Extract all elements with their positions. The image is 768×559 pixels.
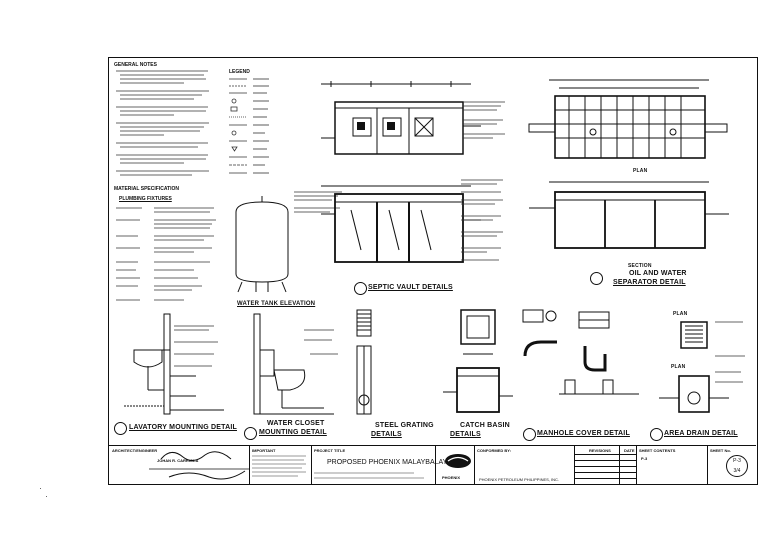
- title-col-important: [249, 446, 250, 484]
- oil-water-plan: [528, 79, 728, 159]
- steel-grating-drawing: [356, 309, 372, 415]
- water-closet-drawing: [253, 313, 338, 415]
- important-text: [252, 455, 306, 477]
- septic-vault-section: [321, 185, 481, 263]
- water-closet-detail-marker: [244, 427, 257, 440]
- septic-detail-marker: [354, 282, 367, 295]
- title-col-revisions: [574, 446, 575, 484]
- legend-heading: LEGEND: [229, 69, 250, 75]
- rev-row-2: [574, 460, 636, 461]
- scan-speck: [40, 488, 41, 489]
- plumbing-fixtures-heading: PLUMBING FIXTURES: [119, 196, 172, 202]
- lavatory-detail-marker: [114, 422, 127, 435]
- scan-speck: [46, 496, 47, 497]
- signature-stamp: [149, 451, 249, 480]
- project-title: PROPOSED PHOENIX MALAYBALAY: [327, 459, 448, 466]
- oil-water-detail-marker: [590, 272, 603, 285]
- date-label: DATE: [624, 448, 635, 453]
- architect-name: JOHAN R. CARRIOLA: [157, 458, 199, 463]
- logo-text: PHOENIX: [442, 475, 461, 480]
- sheet-contents-label: SHEET CONTENTS: [639, 448, 676, 453]
- revisions-label: REVISIONS: [589, 448, 611, 453]
- lavatory-drawing: [124, 313, 224, 415]
- legend-symbols: [229, 78, 269, 174]
- rev-row-5: [574, 478, 636, 479]
- area-drain-plan-label: PLAN: [673, 311, 688, 317]
- area-drain-detail-marker: [650, 428, 663, 441]
- rev-row-1: [574, 454, 636, 455]
- drawing-sheet: GENERAL NOTES LEGEND: [108, 57, 758, 485]
- title-block: ARCHITECT/ENGINEER JOHAN R. CARRIOLA IMP…: [109, 445, 756, 484]
- water-closet-title-1: WATER CLOSET: [267, 420, 325, 427]
- rev-row-4: [574, 472, 636, 473]
- sheet-of: 3/4: [733, 468, 741, 474]
- material-spec-heading: MATERIAL SPECIFICATION: [114, 186, 179, 192]
- area-drain-drawing: [659, 321, 745, 413]
- title-col-logo: [435, 446, 436, 484]
- important-label: IMPORTANT: [252, 448, 276, 453]
- steel-grating-title-2: DETAILS: [371, 431, 402, 438]
- oil-water-section: [529, 181, 729, 249]
- general-notes-text: [114, 69, 212, 181]
- lavatory-title: LAVATORY MOUNTING DETAIL: [129, 424, 237, 431]
- manhole-title: MANHOLE COVER DETAIL: [537, 430, 630, 437]
- water-closet-title-2: MOUNTING DETAIL: [259, 429, 327, 436]
- material-spec-table: [116, 207, 216, 301]
- conformed-label: CONFORMED BY:: [477, 448, 511, 453]
- project-subtext: [314, 472, 424, 479]
- catch-basin-title-1: CATCH BASIN: [460, 422, 510, 429]
- company-logo: [445, 454, 471, 468]
- general-notes-lines: [116, 70, 209, 176]
- rev-row-3: [574, 466, 636, 467]
- area-drain-title: AREA DRAIN DETAIL: [664, 430, 738, 437]
- project-title-label: PROJECT TITLE: [314, 448, 346, 453]
- manhole-detail-marker: [523, 428, 536, 441]
- oil-water-plan-label: PLAN: [633, 168, 648, 174]
- septic-vault-title: SEPTIC VAULT DETAILS: [368, 284, 453, 291]
- septic-plan-notes: [463, 101, 505, 139]
- title-col-contents: [636, 446, 637, 484]
- sheet-no-bubble: P-3 3/4: [726, 455, 748, 477]
- septic-vault-plan: [321, 81, 481, 155]
- oil-water-title-2: SEPARATOR DETAIL: [613, 279, 686, 286]
- architect-label: ARCHITECT/ENGINEER: [112, 448, 158, 453]
- sheet-no-label: SHEET No.: [710, 448, 731, 453]
- general-notes-heading: GENERAL NOTES: [114, 62, 157, 68]
- title-col-project: [311, 446, 312, 484]
- title-col-date: [619, 446, 620, 484]
- oil-water-title-1: OIL AND WATER: [629, 270, 687, 277]
- title-col-conformed: [474, 446, 475, 484]
- catch-basin-drawing: [443, 309, 513, 413]
- septic-section-notes: [461, 179, 503, 261]
- area-drain-plan-label-2: PLAN: [671, 364, 686, 370]
- oil-water-section-label: SECTION: [628, 263, 652, 269]
- catch-basin-title-2: DETAILS: [450, 431, 481, 438]
- manhole-cover-drawing: [522, 309, 639, 395]
- water-tank-notes: [294, 191, 342, 213]
- sheet-contents: P-3: [641, 456, 648, 461]
- sheet-no: P-3: [733, 458, 741, 464]
- water-tank-drawing: [235, 196, 289, 293]
- title-col-sheetno: [707, 446, 708, 484]
- water-tank-title: WATER TANK ELEVATION: [237, 301, 316, 307]
- company-name: PHOENIX PETROLEUM PHILIPPINES, INC.: [479, 477, 560, 482]
- steel-grating-title-1: STEEL GRATING: [375, 422, 434, 429]
